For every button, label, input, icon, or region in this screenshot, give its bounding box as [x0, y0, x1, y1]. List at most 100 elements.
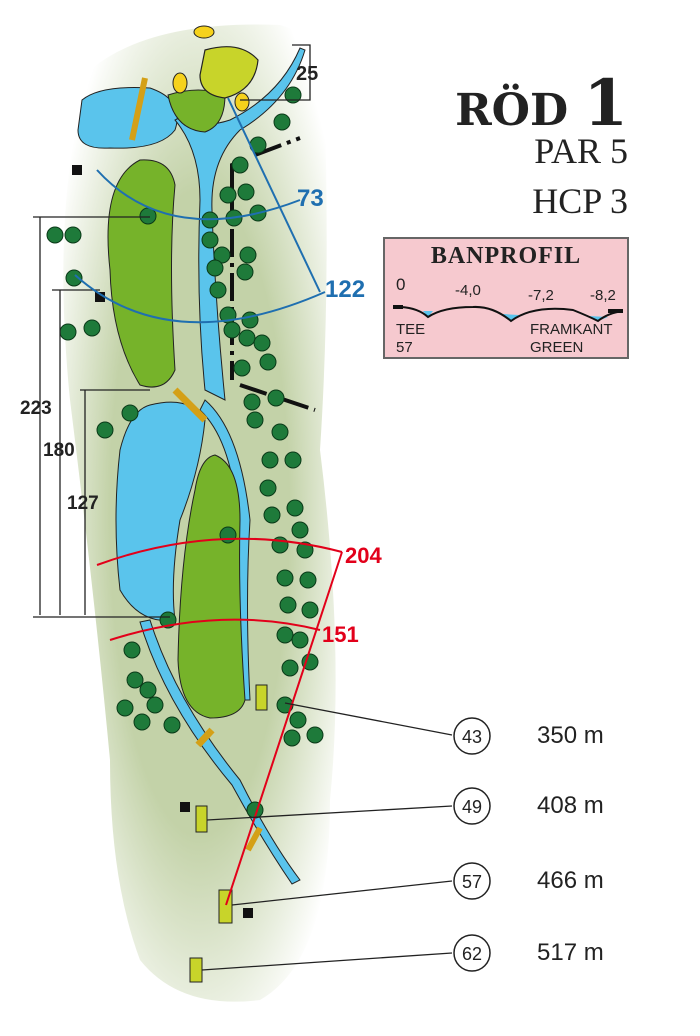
elevation-2: -7,2: [528, 287, 554, 304]
tree-icon: [223, 321, 241, 339]
bridge: [195, 727, 215, 748]
tee-badge-43: 43: [453, 717, 491, 755]
bunker: [193, 25, 215, 39]
marker: [180, 802, 190, 812]
tree-icon: [163, 716, 181, 734]
tee-box-49: [195, 805, 208, 833]
green-depth-label: 25: [296, 63, 318, 85]
tree-icon: [261, 451, 279, 469]
green-apron: [167, 89, 226, 133]
tree-icon: [123, 641, 141, 659]
tee-badge-57: 57: [453, 862, 491, 900]
tree-icon: [241, 311, 259, 329]
tree-icon: [259, 353, 277, 371]
left-distance-180: 180: [43, 440, 75, 461]
tree-icon: [59, 323, 77, 341]
tree-icon: [286, 499, 304, 517]
hole-hcp: HCP 3: [532, 181, 628, 221]
svg-text:57: 57: [462, 872, 482, 892]
tree-icon: [243, 393, 261, 411]
tree-icon: [283, 729, 301, 747]
tree-icon: [236, 263, 254, 281]
tree-icon: [83, 319, 101, 337]
trees: [46, 86, 324, 819]
tee-badge-62: 62: [453, 934, 491, 972]
tree-icon: [259, 479, 277, 497]
left-distance-223: 223: [20, 398, 52, 419]
elevation-1: -4,0: [455, 282, 481, 299]
tree-icon: [46, 226, 64, 244]
bunker: [234, 92, 250, 112]
tree-icon: [213, 246, 231, 264]
elevation-0: 0: [396, 275, 406, 294]
tree-icon: [271, 423, 289, 441]
blue-aim-line: [227, 97, 321, 293]
tree-icon: [276, 569, 294, 587]
svg-text:62: 62: [462, 944, 482, 964]
tee-length-49: 408 m: [537, 792, 604, 819]
elevation-3: -8,2: [590, 287, 616, 304]
tree-icon: [299, 571, 317, 589]
profile-start-label: TEE: [396, 321, 426, 338]
tree-icon: [246, 411, 264, 429]
red-distance-151: 151: [322, 622, 359, 647]
profile-end-label: FRAMKANT: [530, 321, 613, 338]
profile-line: [393, 305, 623, 323]
profile-start-sub: 57: [396, 339, 413, 356]
bridge: [129, 77, 148, 141]
tree-icon: [64, 226, 82, 244]
tree-icon: [279, 596, 297, 614]
tree-icon: [206, 259, 224, 277]
tree-icon: [209, 281, 227, 299]
tree-icon: [284, 86, 302, 104]
tree-icon: [201, 231, 219, 249]
hole-number: 1: [583, 66, 628, 141]
tee-leader: [231, 880, 453, 906]
tree-icon: [146, 696, 164, 714]
tree-icon: [65, 269, 83, 287]
tree-icon: [291, 631, 309, 649]
tree-icon: [219, 526, 237, 544]
tree-icon: [139, 681, 157, 699]
bunker: [172, 72, 188, 94]
tree-icon: [96, 421, 114, 439]
tree-icon: [267, 389, 285, 407]
profile-title: BANPROFIL: [430, 243, 582, 269]
svg-text:43: 43: [462, 727, 482, 747]
tree-icon: [306, 726, 324, 744]
red-aim-line: [225, 551, 343, 906]
red-arc-204: [96, 537, 343, 566]
blue-arc-73: [96, 169, 301, 221]
tree-icon: [219, 186, 237, 204]
red-distance-204: 204: [345, 543, 382, 568]
tee-leader: [284, 702, 453, 736]
tree-icon: [301, 601, 319, 619]
marker: [95, 292, 105, 302]
profile-end-sub: GREEN: [530, 339, 584, 356]
blue-distance-122: 122: [325, 276, 365, 303]
tree-icon: [273, 113, 291, 131]
tree-icon: [238, 329, 256, 347]
tree-icon: [133, 713, 151, 731]
tee-leader: [201, 952, 453, 971]
tee-length-62: 517 m: [537, 939, 604, 966]
tee-leader: [206, 805, 453, 821]
tree-icon: [281, 659, 299, 677]
marker: [243, 908, 253, 918]
tee-badge-49: 49: [453, 787, 491, 825]
tee-box-43: [255, 684, 268, 711]
tree-icon: [231, 156, 249, 174]
left-distance-lines: [33, 44, 311, 618]
bridge: [245, 826, 263, 852]
tee-length-57: 466 m: [537, 867, 604, 894]
course-profile: BANPROFIL 0 -4,0 -7,2 -8,2 TEE 57 FRAMKA…: [383, 237, 629, 359]
marker: [72, 165, 82, 175]
tee-box-62: [189, 957, 203, 983]
tee-color: RÖD: [455, 85, 569, 136]
hole-title: RÖD 1: [455, 66, 628, 141]
tree-icon: [296, 541, 314, 559]
tree-icon: [263, 506, 281, 524]
fairway-2: [177, 454, 246, 719]
tree-icon: [291, 521, 309, 539]
